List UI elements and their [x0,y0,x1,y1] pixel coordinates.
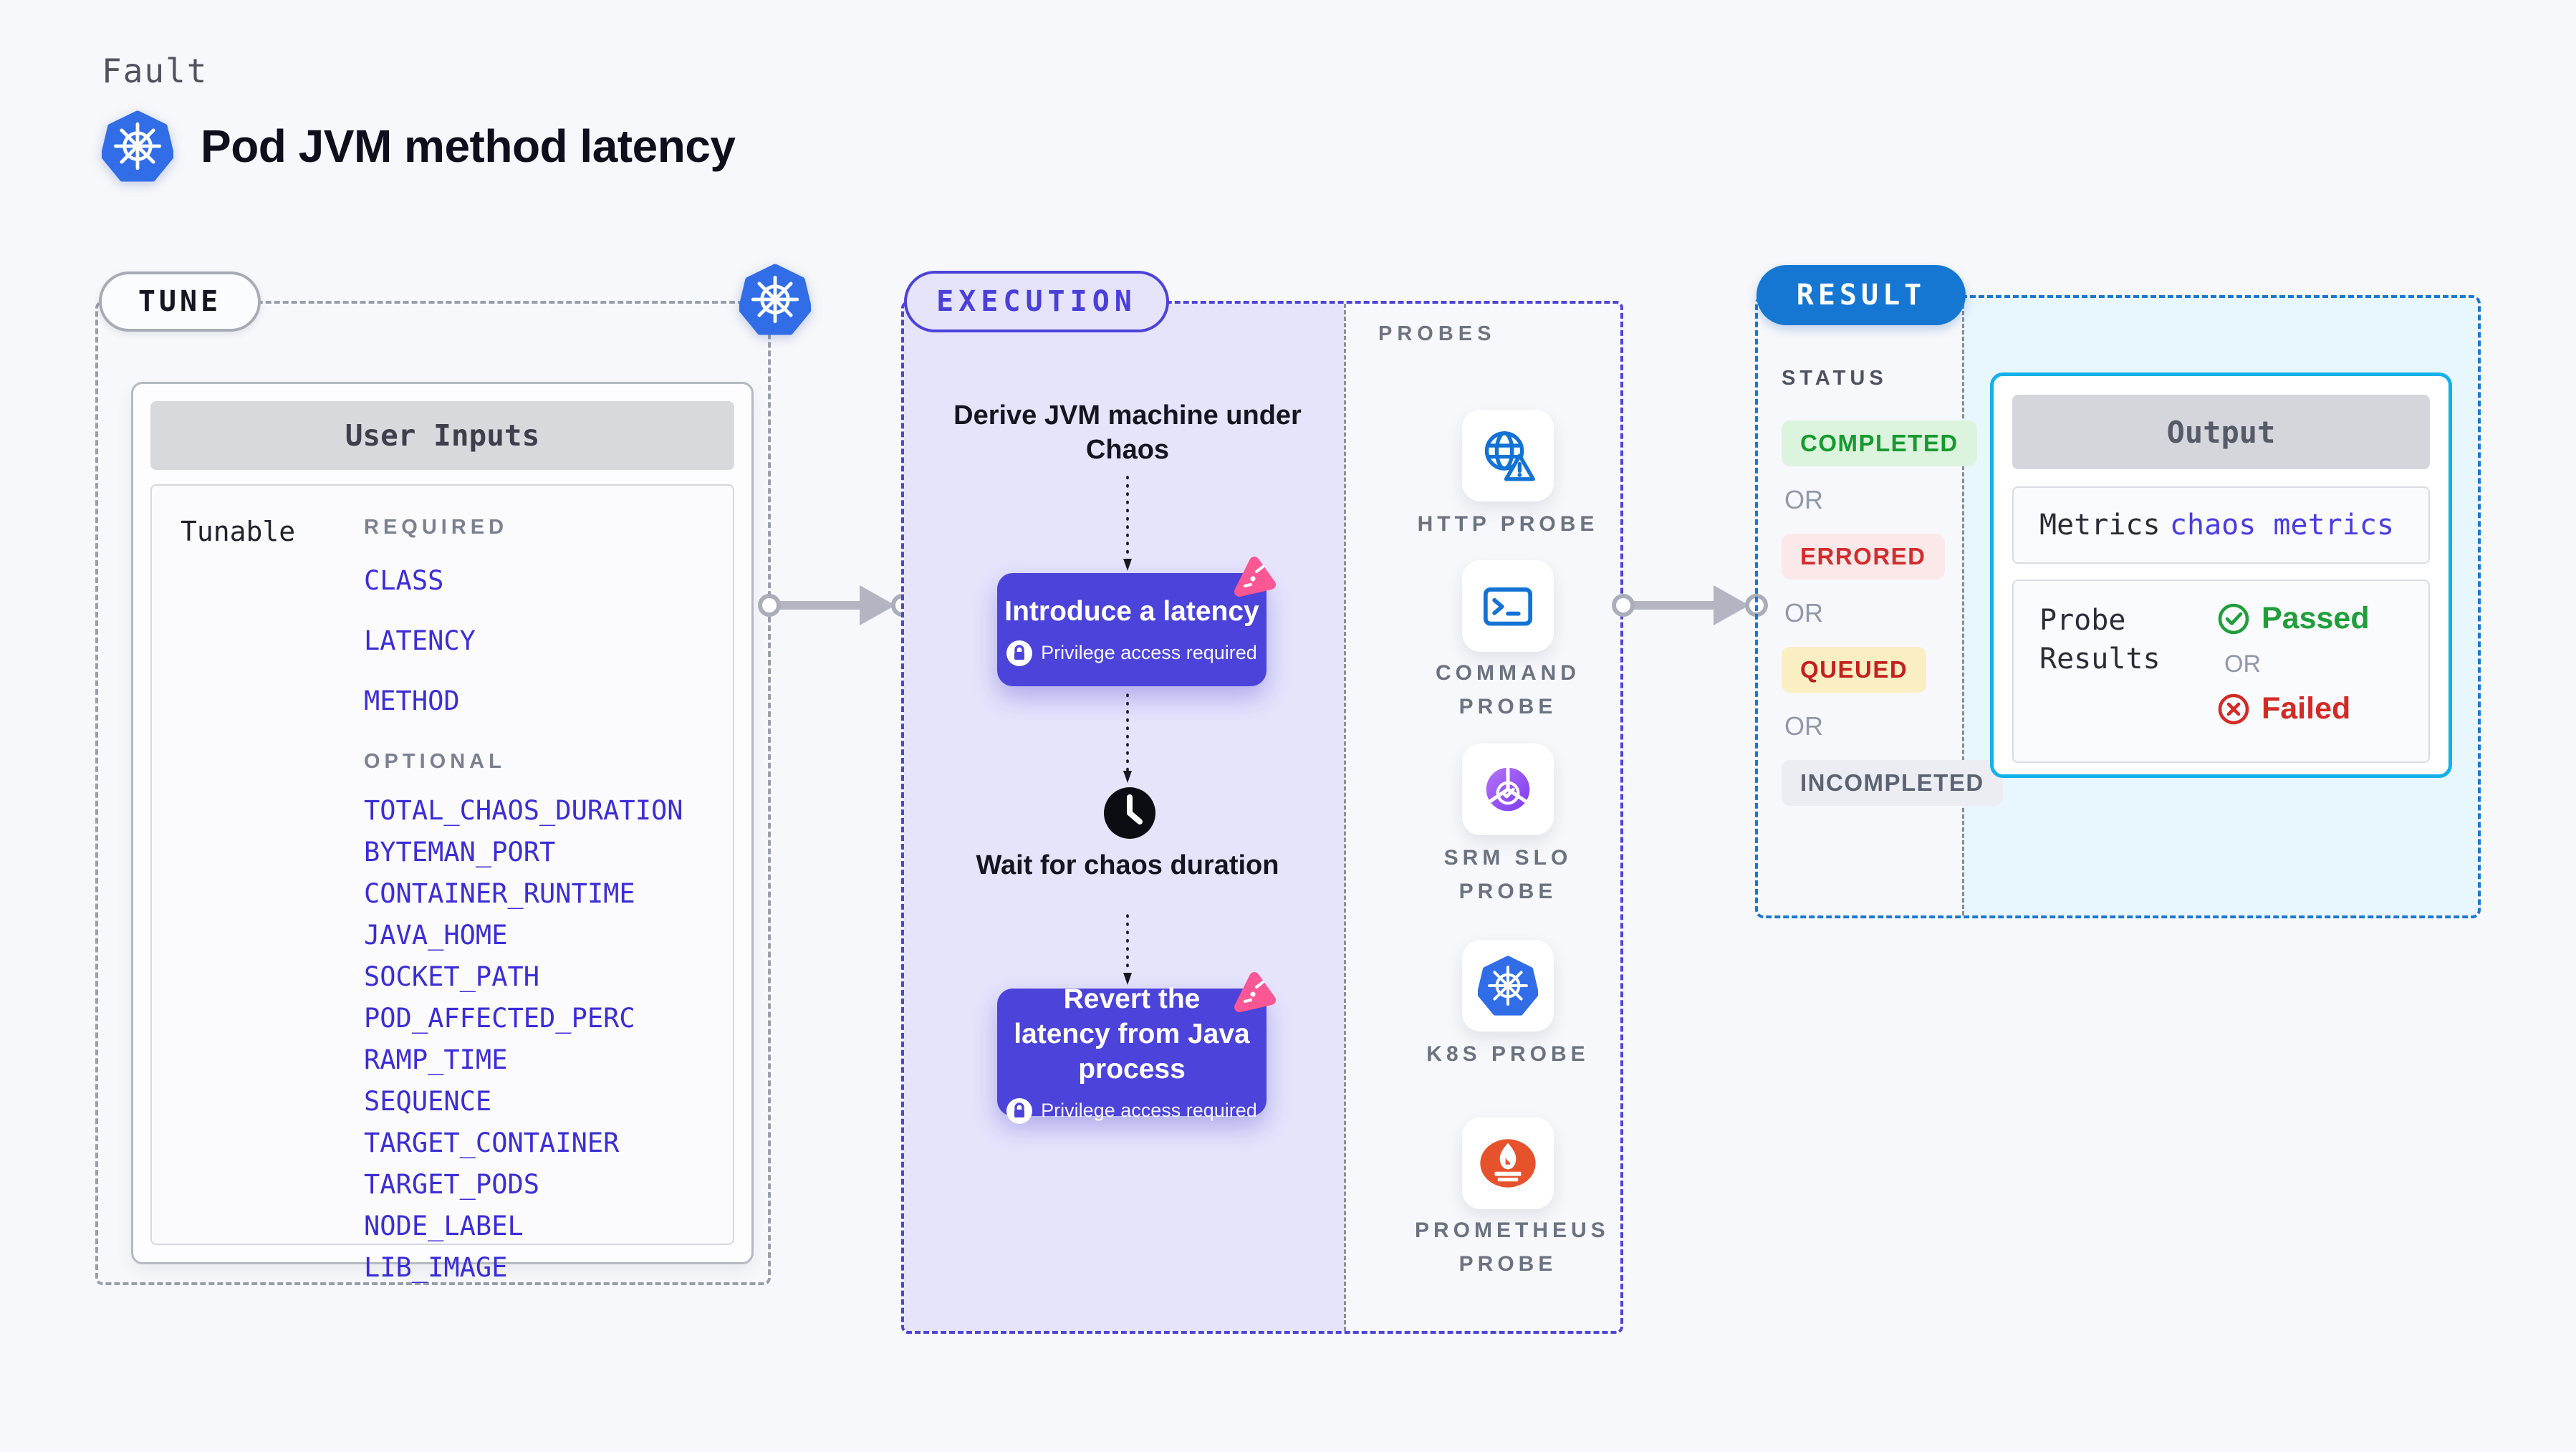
status-output-divider [1962,298,1964,915]
status-badge-errored: ERRORED [1782,534,1945,580]
down-arrow [1123,914,1132,985]
srm-slo-probe-card[interactable] [1462,744,1554,835]
passed-row: Passed [2217,601,2370,636]
tunables-list: REQUIRED CLASS LATENCY METHOD OPTIONAL T… [364,516,683,1284]
probe-results-label: Probe Results [2039,604,2161,675]
slo-gauge-icon [1486,766,1530,812]
k8s-probe-card[interactable] [1462,940,1554,1032]
or-label: OR [2224,650,2261,678]
node-title: Revert the latency from Java process [1014,983,1250,1085]
kubernetes-icon [1478,956,1538,1016]
probe-label: K8S PROBE [1426,1042,1590,1066]
tunable-item[interactable]: SEQUENCE [364,1086,492,1117]
prometheus-probe-card[interactable] [1462,1117,1554,1209]
user-inputs-header: User Inputs [150,401,734,470]
probes-column-label: PROBES [1378,322,1496,345]
tunables-panel: Tunable REQUIRED CLASS LATENCY METHOD OP… [150,484,734,1283]
command-probe-card[interactable] [1462,560,1554,652]
required-group-label: REQUIRED [364,516,509,539]
down-arrow [1123,693,1132,783]
chaos-badge-icon [1231,970,1278,1017]
x-circle-icon [2218,693,2249,724]
user-inputs-card: User Inputs Tunable REQUIRED CLASS LATEN… [131,382,754,1283]
output-header: Output [2012,395,2430,469]
chaos-badge-icon [1231,554,1278,602]
status-badge-completed: COMPLETED [1782,420,1977,466]
tune-to-execution-arrow [758,582,914,628]
tunable-item[interactable]: POD_AFFECTED_PERC [364,1003,635,1034]
or-label: OR [1784,485,1823,514]
probe-label: SRM SLO PROBE [1443,846,1572,903]
tunable-item[interactable]: BYTEMAN_PORT [364,837,556,867]
probe-results-values: Passed OR Failed [2217,601,2370,761]
status-badge-incompleted: INCOMPLETED [1782,760,2003,806]
tunable-item[interactable]: METHOD [364,686,460,716]
privilege-row: Privilege access required [1006,1097,1257,1124]
kubernetes-icon [102,109,173,183]
introduce-latency-node[interactable]: Introduce a latency Privilege access req… [997,573,1267,686]
page-title: Pod JVM method latency [201,120,736,172]
execution-probes-divider [1344,304,1346,1331]
metrics-row: Metrics chaos metrics [2012,486,2430,564]
tunable-row-label: Tunable [181,516,296,547]
status-heading: STATUS [1782,367,1888,390]
tunable-item[interactable]: LATENCY [364,625,476,656]
status-badge-queued: QUEUED [1782,647,1927,693]
node-title: Introduce a latency [1004,595,1259,627]
title-row: Pod JVM method latency [102,109,736,183]
clock-icon [1104,787,1155,839]
down-arrow [1123,476,1132,571]
globe-alert-icon [1484,431,1535,481]
revert-latency-node[interactable]: Revert the latency from Java process Pri… [997,989,1267,1124]
fault-kicker: Fault [102,52,208,90]
tunable-item[interactable]: LIB_IMAGE [364,1252,508,1283]
tunable-item[interactable]: TARGET_PODS [364,1169,540,1200]
terminal-icon [1483,587,1533,626]
prometheus-icon [1480,1139,1536,1188]
tunable-item[interactable]: RAMP_TIME [364,1044,508,1075]
probe-label: COMMAND PROBE [1436,661,1580,718]
result-section-label: RESULT [1756,265,1966,325]
output-card: Output Metrics chaos metrics Probe Resul… [1990,372,2452,778]
derive-step-text: Derive JVM machine under Chaos [953,400,1302,465]
privilege-text: Privilege access required [1041,642,1257,663]
tunable-item[interactable]: CONTAINER_RUNTIME [364,878,635,909]
check-circle-icon [2218,603,2249,634]
execution-to-result-arrow [1612,582,1768,628]
privilege-row: Privilege access required [1006,640,1257,666]
tunable-item[interactable]: SOCKET_PATH [364,961,540,992]
status-column: STATUS COMPLETED OR ERRORED OR QUEUED OR… [1782,367,2003,806]
passed-label: Passed [2262,601,2370,635]
metrics-label: Metrics [2039,509,2161,542]
or-label: OR [1784,598,1823,628]
failed-label: Failed [2262,691,2351,726]
tunable-item[interactable]: TOTAL_CHAOS_DURATION [364,795,683,826]
wait-step-text: Wait for chaos duration [976,850,1279,880]
tunable-item[interactable]: TARGET_CONTAINER [364,1128,620,1158]
lock-icon [1006,640,1033,666]
failed-row: Failed [2217,691,2370,726]
privilege-text: Privilege access required [1041,1100,1257,1121]
execution-section-label: EXECUTION [904,271,1169,332]
tune-section-border [95,301,771,1285]
http-probe-card[interactable] [1462,410,1554,501]
tunable-item[interactable]: NODE_LABEL [364,1211,524,1241]
or-label: OR [1784,711,1823,741]
tunable-item[interactable]: CLASS [364,565,444,596]
probe-label: PROMETHEUS PROBE [1415,1218,1610,1276]
lock-icon [1006,1097,1033,1124]
tune-section-label: TUNE [99,271,261,332]
tunable-item[interactable]: JAVA_HOME [364,920,508,951]
optional-group-label: OPTIONAL [364,750,506,773]
probe-results-row: Probe Results Passed OR Failed [2012,580,2430,763]
probe-label: HTTP PROBE [1417,512,1599,536]
kubernetes-icon [739,262,811,337]
metrics-value: chaos metrics [2169,509,2394,542]
